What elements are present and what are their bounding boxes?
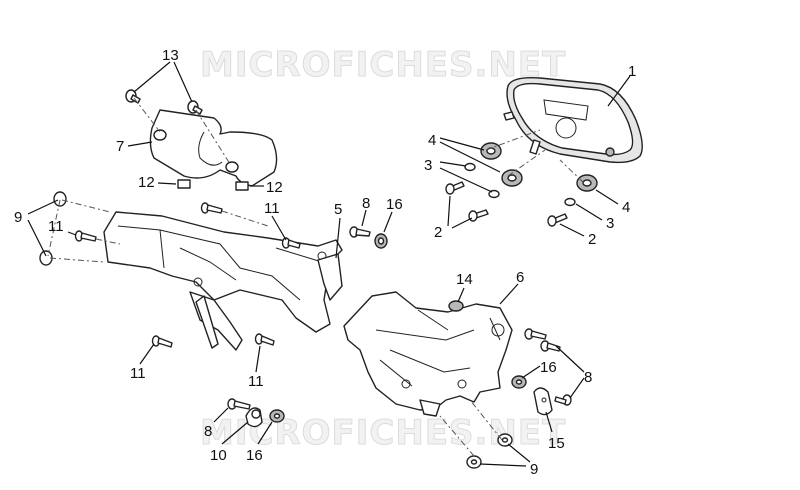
screw-8-top [349,226,371,238]
callout-8-bottom: 8 [204,423,212,440]
axis-lines-left-washers [47,199,111,263]
callout-11-bottom-middle: 11 [248,373,264,390]
callout-9-left: 9 [14,209,22,226]
spacer-16-bottom-left [269,409,285,423]
axis-lines-instrument [485,129,584,183]
callout-12-left: 12 [138,174,155,191]
clamp-15 [533,387,553,416]
axis-lines-bottom-washers [439,399,503,457]
callout-4-right: 4 [622,199,630,216]
clip-12-left [177,179,191,189]
callout-10: 10 [210,447,227,464]
callout-2-right: 2 [588,231,596,248]
screw-8-right-b [540,340,561,352]
callout-16-bottom: 16 [246,447,263,464]
grommet-4-middle [501,169,523,187]
spacer-16-right [511,375,527,389]
callout-16-right: 16 [540,359,557,376]
callout-4-left: 4 [428,132,436,149]
washer-9-bottom-left [466,455,482,469]
callout-16-top: 16 [386,196,403,213]
spacer-16-top [374,233,388,249]
screw-13-b [187,100,203,115]
screw-2-c [547,213,568,227]
leader-lines [27,61,631,467]
screw-8-bottom-left [227,398,251,410]
callout-12-right: 12 [266,179,283,196]
left-frame-bracket [103,211,343,351]
washer-3-c [564,197,576,207]
callout-2-left: 2 [434,224,442,241]
axis-lines-left-screws [95,210,269,245]
instrument-panel [503,76,643,164]
callout-7: 7 [116,138,124,155]
screw-11-a [74,230,97,242]
screw-11-d [151,335,173,348]
screw-8-right-a [524,328,547,340]
callout-3-right: 3 [606,215,614,232]
clamp-10 [245,407,263,428]
axis-lines-cover [133,97,231,165]
right-frame-bracket-6 [343,291,513,417]
grommet-4-right [576,174,598,192]
watermark-top: MICROFICHES.NET [200,45,566,85]
callout-15: 15 [548,435,565,452]
callout-13: 13 [162,47,179,64]
callout-11-left: 11 [48,218,64,235]
clip-12-right [235,181,249,191]
screw-11-c [281,237,301,249]
callout-9-bottom: 9 [530,461,538,478]
screw-13-a [125,89,141,104]
cap-14 [448,300,464,312]
screw-8-right-c [554,394,572,406]
callout-3-left: 3 [424,157,432,174]
screw-11-b [200,202,223,214]
callout-1: 1 [628,63,636,80]
washer-9-bottom-right [497,433,513,447]
cover-panel-7 [149,109,278,187]
screw-2-b [468,209,489,222]
washer-3-a [464,162,476,172]
screw-11-e [254,333,275,346]
screw-2-a [445,181,465,195]
washer-9-upper-left [53,191,67,207]
callout-5: 5 [334,201,342,218]
callout-11-bottom-left: 11 [130,365,146,382]
callout-8-top: 8 [362,195,370,212]
callout-6: 6 [516,269,524,286]
grommet-4-upper [480,142,502,160]
callout-14: 14 [456,271,473,288]
callout-8-right: 8 [584,369,592,386]
callout-11-top: 11 [264,200,280,217]
